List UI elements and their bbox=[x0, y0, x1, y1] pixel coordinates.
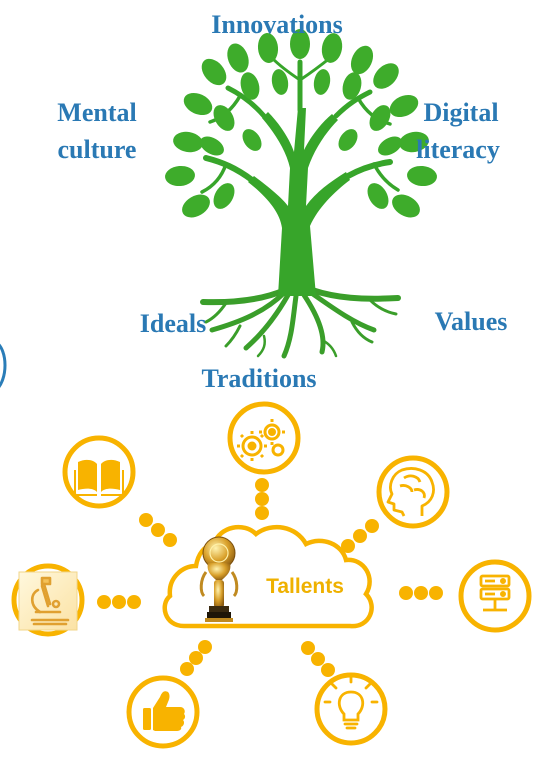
talent-network: Tallents bbox=[11, 401, 532, 749]
tree-labels: Innovations Mental culture Digital liter… bbox=[57, 10, 507, 393]
connector-dots bbox=[97, 478, 443, 677]
node-microscope bbox=[11, 563, 85, 637]
label-traditions: Traditions bbox=[201, 364, 316, 393]
tree-trunk bbox=[248, 108, 350, 296]
label-culture: culture bbox=[58, 135, 137, 164]
label-innovations: Innovations bbox=[211, 10, 343, 39]
tree-branches bbox=[200, 56, 400, 194]
node-thumbs-up bbox=[126, 675, 200, 749]
book-icon bbox=[74, 459, 124, 496]
microscope-icon bbox=[30, 576, 70, 626]
label-ideals: Ideals bbox=[140, 309, 206, 338]
label-values: Values bbox=[435, 307, 508, 336]
trophy-statue-icon bbox=[199, 536, 239, 622]
server-icon bbox=[479, 574, 511, 612]
label-mental: Mental bbox=[57, 98, 136, 127]
lightbulb-icon bbox=[323, 675, 379, 730]
node-gears bbox=[227, 401, 301, 475]
node-book bbox=[62, 435, 136, 509]
hub-label: Tallents bbox=[266, 575, 344, 598]
tree-leaves bbox=[165, 29, 437, 218]
label-literacy: literacy bbox=[416, 135, 500, 164]
gears-icon bbox=[237, 419, 285, 461]
label-digital: Digital bbox=[423, 98, 498, 127]
node-server bbox=[458, 559, 532, 633]
node-brain bbox=[376, 455, 450, 529]
thumbs-up-icon bbox=[143, 691, 186, 731]
tree-roots bbox=[200, 287, 401, 359]
edge-arc-decoration bbox=[0, 343, 7, 388]
tree-icon bbox=[165, 29, 437, 359]
node-lightbulb bbox=[314, 672, 388, 746]
brain-head-icon bbox=[386, 467, 435, 517]
